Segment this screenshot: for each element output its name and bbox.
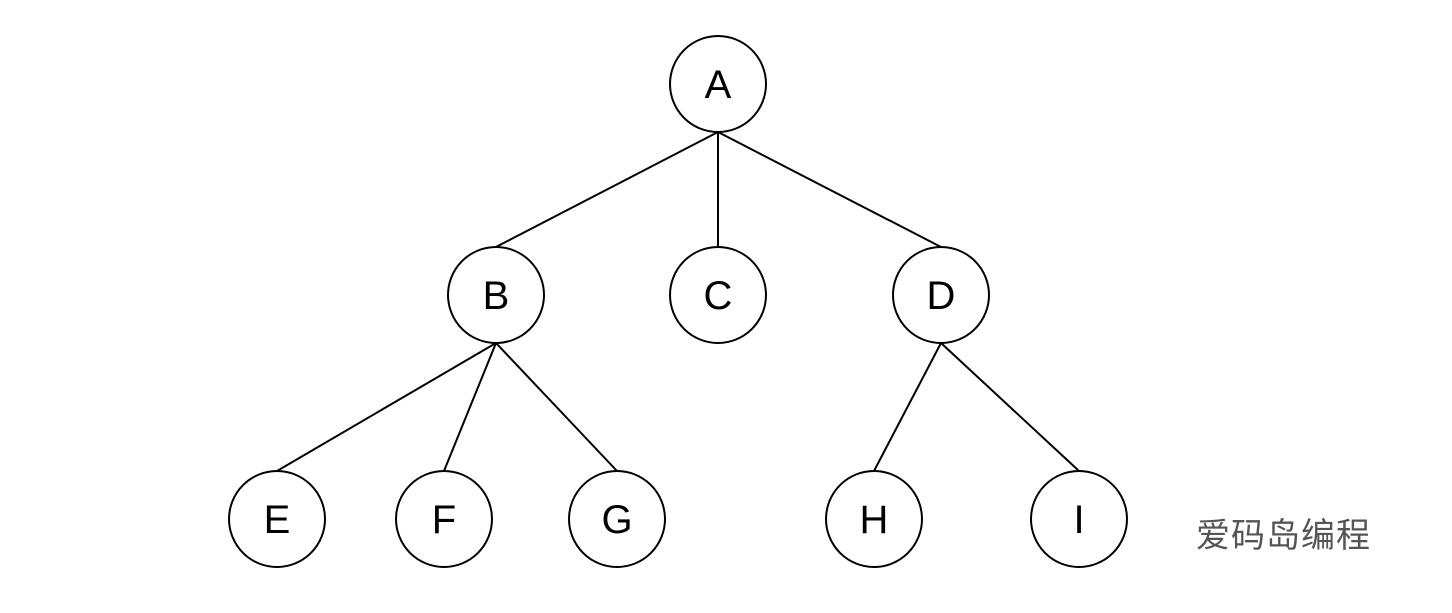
node-h: H (825, 470, 923, 568)
node-label-d: D (927, 274, 956, 318)
node-label-c: C (704, 274, 733, 318)
node-circle-i (1030, 470, 1128, 568)
node-circle-h (825, 470, 923, 568)
node-c: C (669, 246, 767, 344)
node-circle-f (395, 470, 493, 568)
edge-b-f (443, 342, 497, 472)
edges-layer (276, 131, 1080, 472)
node-a: A (669, 35, 767, 133)
node-label-a: A (705, 63, 732, 107)
node-label-b: B (483, 274, 510, 318)
node-e: E (228, 470, 326, 568)
node-label-i: I (1073, 498, 1084, 542)
node-circle-c (669, 246, 767, 344)
nodes-layer: A B C D E F G H I (228, 35, 1128, 568)
node-label-h: H (860, 498, 889, 542)
node-g: G (568, 470, 666, 568)
edge-b-e (276, 342, 497, 472)
node-i: I (1030, 470, 1128, 568)
node-circle-g (568, 470, 666, 568)
node-circle-d (892, 246, 990, 344)
watermark-text: 爱码岛编程 (1196, 516, 1371, 556)
node-label-e: E (264, 498, 291, 542)
node-label-g: G (601, 498, 632, 542)
node-d: D (892, 246, 990, 344)
edge-b-g (495, 342, 618, 472)
edge-d-h (873, 342, 942, 472)
node-circle-a (669, 35, 767, 133)
edge-d-i (940, 342, 1080, 472)
node-b: B (447, 246, 545, 344)
node-label-f: F (432, 498, 456, 542)
node-circle-b (447, 246, 545, 344)
edge-a-b (495, 131, 719, 248)
edge-a-d (717, 131, 942, 248)
node-circle-e (228, 470, 326, 568)
node-f: F (395, 470, 493, 568)
